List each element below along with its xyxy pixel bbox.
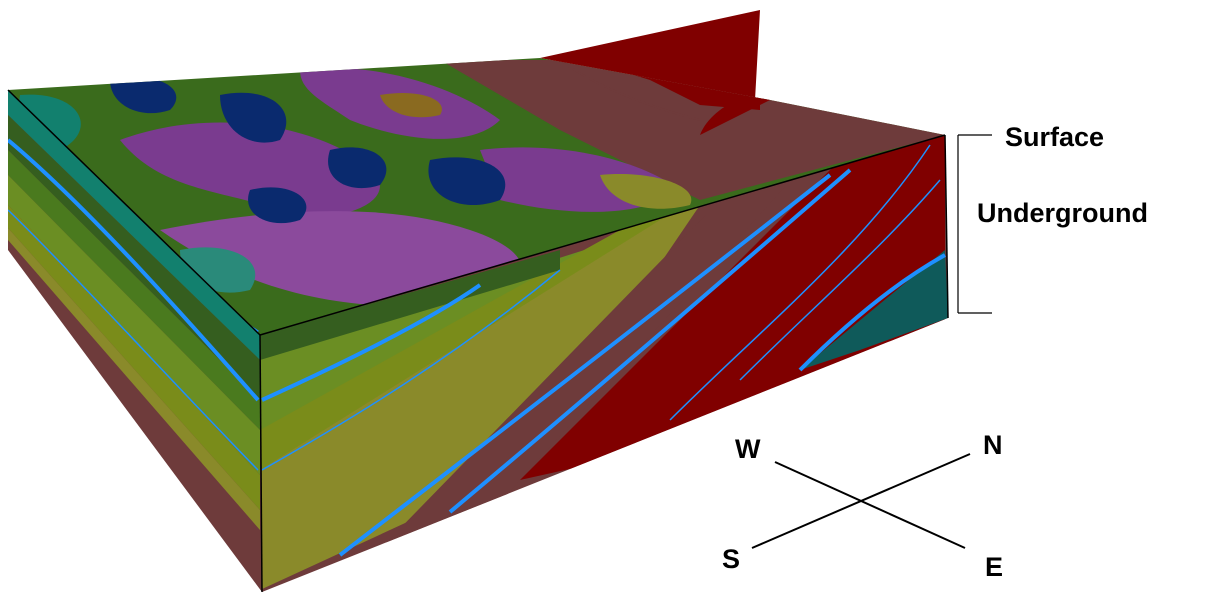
compass-west: W — [735, 434, 761, 464]
compass-ws-line — [774, 461, 966, 549]
underground-label: Underground — [977, 198, 1148, 228]
compass-rose: W N S E — [722, 430, 1003, 582]
compass-south: S — [722, 544, 740, 574]
block-outline — [7, 89, 949, 593]
compass-sn-line — [751, 453, 971, 549]
compass-north: N — [983, 430, 1003, 460]
depth-bracket — [957, 134, 992, 314]
surface-label: Surface — [1005, 122, 1104, 152]
compass-east: E — [985, 552, 1003, 582]
raised-terrain — [540, 10, 770, 135]
